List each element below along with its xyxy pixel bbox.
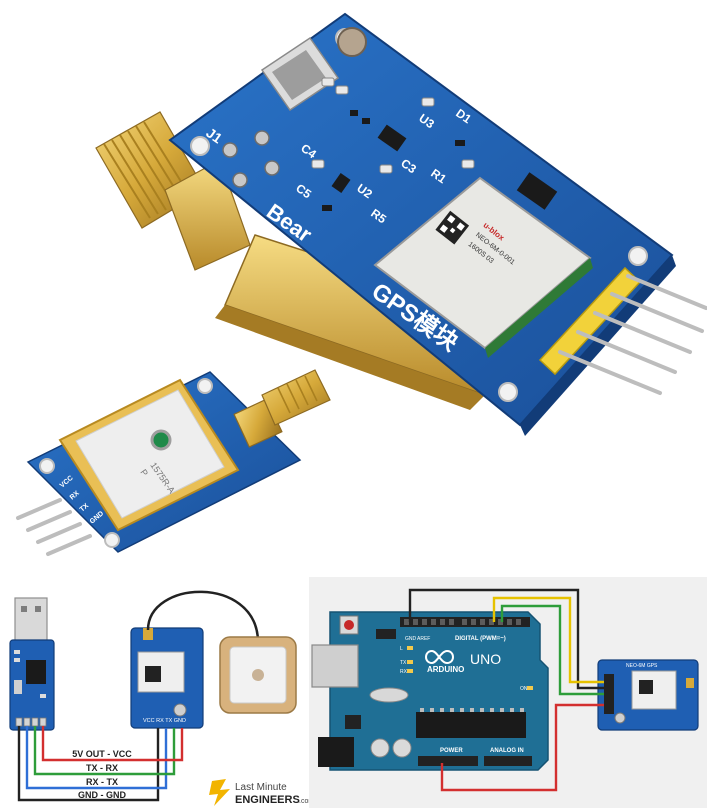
antenna-text-2: P (138, 467, 150, 478)
usb-ttl-wiring: VCC RX TX GND 5V OUT - VCC TX - RX RX - … (9, 590, 314, 806)
led-tx-label: TX (400, 660, 407, 666)
gps-module-right: NEO-6M GPS (597, 659, 699, 731)
micro-usb-port (260, 36, 340, 112)
capacitor (392, 738, 412, 758)
led-l-label: L (400, 646, 403, 652)
atmega-chip (416, 712, 526, 738)
bolt-icon (209, 779, 230, 806)
header-pins (538, 266, 707, 395)
arduino-logo: ARDUINO UNO (425, 649, 501, 674)
dc-jack (318, 737, 354, 767)
aref-label: AREF (417, 636, 430, 642)
digital-label: DIGITAL (PWM=~) (455, 636, 506, 642)
arduino-logo-text: ARDUINO (427, 665, 464, 674)
qr-code-icon (145, 666, 161, 682)
arduino-uno-board (329, 611, 549, 771)
gps-board-bottom: VCC RX TX GND 1575R-A P (16, 369, 331, 556)
qr-code-icon (639, 680, 653, 694)
wire-label-rx-tx: RX - TX (86, 777, 118, 787)
mount-hole (498, 382, 518, 402)
ceramic-patch-antenna: 1575R-A P (58, 378, 240, 532)
external-patch-antenna (219, 636, 297, 714)
gnd-label: GND (405, 636, 417, 642)
led-rx-label: RX (400, 669, 408, 675)
module-pin-labels: VCC RX TX GND (143, 718, 186, 724)
uno-label: UNO (470, 651, 501, 667)
brand-logo: Last Minute ENGINEERS .com (209, 779, 314, 806)
wire-label-gnd: GND - GND (78, 790, 126, 800)
backup-battery (337, 27, 367, 57)
wire-label-tx-rx: TX - RX (86, 763, 118, 773)
capacitor (370, 738, 390, 758)
crystal (369, 687, 409, 703)
mount-hole (190, 136, 210, 156)
usb-plug (14, 597, 48, 643)
neo-module: u-blox NEO-6M-0-001 1600S 03 (373, 176, 593, 358)
usb-b-port (311, 644, 359, 688)
pin-label-rx: RX (69, 490, 81, 502)
pin-label-tx: TX (79, 502, 91, 513)
brand-line1: Last Minute (235, 782, 287, 793)
sma-connector-small (233, 369, 331, 448)
brand-tail: .com (299, 798, 314, 805)
power-label: POWER (440, 748, 463, 754)
mount-hole (628, 246, 648, 266)
wire-label-vcc: 5V OUT - VCC (72, 749, 132, 759)
infinity-icon (425, 649, 454, 665)
brand-line2: ENGINEERS (235, 794, 300, 806)
gps-board-top: J1 C4 C5 U2 R5 U3 D1 R1 C3 Bear GPS模块 u-… (95, 12, 707, 436)
gps-label: NEO-6M GPS (626, 663, 658, 669)
arduino-wiring: DIGITAL (PWM=~) GND AREF L TX RX ON ARDU… (309, 577, 707, 808)
led-on-label: ON (520, 686, 528, 692)
analog-label: ANALOG IN (490, 748, 524, 754)
